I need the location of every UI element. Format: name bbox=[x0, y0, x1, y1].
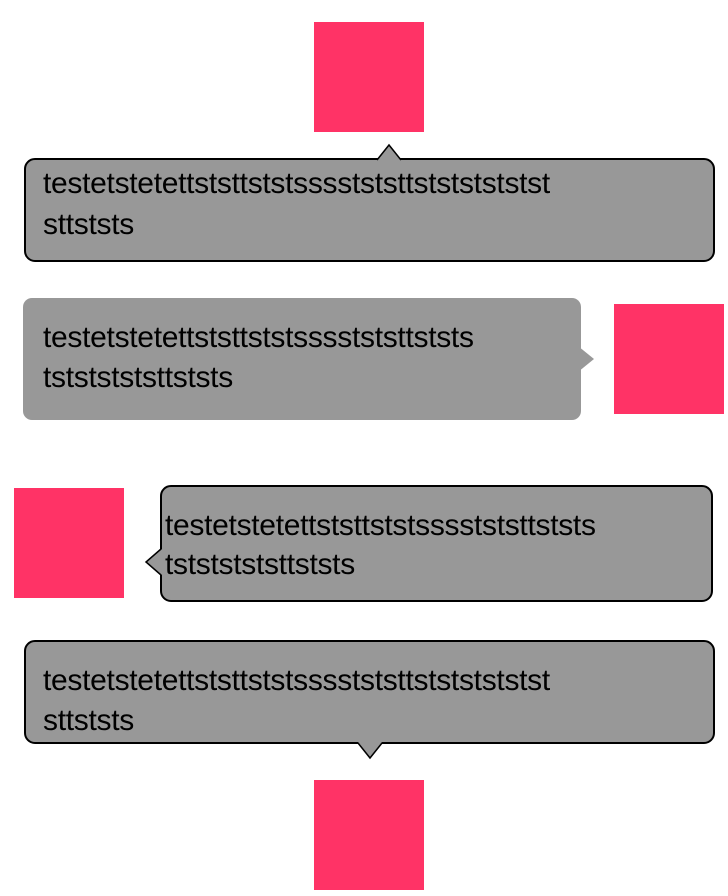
tooltip-arrow-down bbox=[357, 742, 383, 760]
tooltip-bubble-arrow-left: testetstetettststtststsssstststtststs ts… bbox=[160, 485, 713, 602]
tooltip-text-line-2: tstststststtststs bbox=[43, 361, 233, 394]
tooltip-bubble-arrow-down: testetstetettststtststsssstststtstststst… bbox=[24, 640, 715, 744]
tooltip-text-line-2: sttststs bbox=[43, 208, 134, 241]
tooltip-text-line-1: testetstetettststtststsssstststtstststst… bbox=[43, 167, 550, 200]
anchor-square-right[interactable] bbox=[614, 304, 724, 414]
anchor-square-top[interactable] bbox=[314, 22, 424, 132]
tooltip-arrow-left bbox=[144, 548, 162, 576]
tooltip-arrow-up bbox=[376, 143, 402, 161]
anchor-square-left[interactable] bbox=[14, 488, 124, 598]
anchor-square-bottom[interactable] bbox=[314, 780, 424, 890]
tooltip-text-line-2: sttststs bbox=[43, 704, 134, 737]
tooltip-bubble-arrow-up: testetstetettststtststsssstststtstststst… bbox=[24, 158, 715, 262]
tooltip-text-line-1: testetstetettststtststsssstststtststs bbox=[43, 321, 474, 354]
tooltip-text-line-2: tstststststtststs bbox=[165, 548, 355, 581]
tooltip-text-line-1: testetstetettststtststsssstststtstststst… bbox=[43, 664, 550, 697]
tooltip-bubble-arrow-right: testetstetettststtststsssstststtststs ts… bbox=[23, 298, 581, 420]
tooltip-text-line-1: testetstetettststtststsssstststtststs bbox=[165, 509, 596, 542]
tooltip-arrow-right bbox=[578, 346, 594, 372]
